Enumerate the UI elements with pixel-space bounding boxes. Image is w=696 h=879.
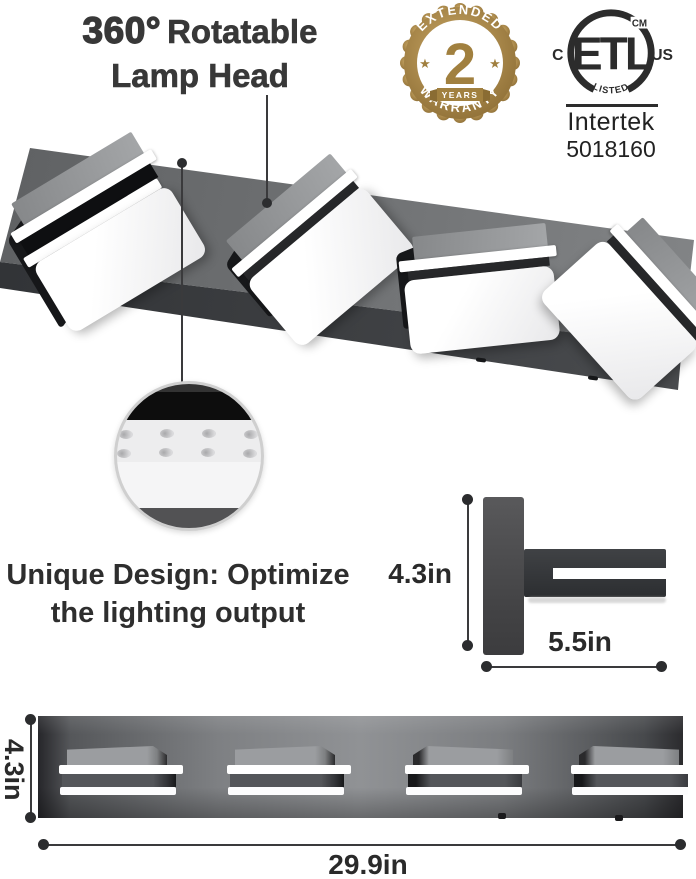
- dimension-dot: [462, 494, 473, 505]
- lamp-housing: [230, 774, 344, 787]
- screw-slot: [587, 375, 599, 381]
- front-height-dimension-line: [30, 719, 32, 817]
- side-height-label: 4.3in: [388, 558, 452, 589]
- side-width-dimension-line: [487, 666, 662, 668]
- side-view-shadow: [528, 597, 666, 603]
- led-dot: [159, 448, 173, 457]
- dimension-dot: [462, 640, 473, 651]
- feature-caption: Unique Design: Optimize the lighting out…: [4, 556, 352, 632]
- lamp-cap: [413, 746, 513, 766]
- intertek-label: Intertek: [567, 108, 655, 136]
- badge-number: 2: [444, 32, 476, 97]
- front-width-dimension-line: [44, 844, 681, 846]
- lamp-cap: [235, 746, 335, 766]
- led-dot: [160, 429, 174, 438]
- callout-line-lamp-head: [266, 95, 268, 203]
- title-degree: 360°: [82, 10, 162, 51]
- screw-slot: [615, 815, 623, 821]
- lamp-cap: [67, 746, 167, 766]
- ribbon-fold-right: [483, 89, 490, 102]
- led-dot: [202, 429, 216, 438]
- badge-ribbon-text: YEARS: [442, 90, 479, 100]
- side-height-dimension-line: [467, 499, 469, 645]
- side-view-light-slot: [553, 568, 666, 579]
- side-width-label: 5.5in: [548, 626, 612, 657]
- side-view-backplate: [483, 497, 524, 655]
- front-view-lamp-head-2: [227, 746, 351, 795]
- led-dot: [119, 430, 133, 439]
- dimension-dot: [25, 714, 36, 725]
- lamp-cap: [579, 746, 679, 766]
- etl-divider: [566, 104, 658, 107]
- feature-line1: Unique Design: Optimize: [6, 559, 350, 591]
- title-line1: 360°Rotatable: [52, 10, 348, 57]
- feature-line2: the lighting output: [50, 597, 306, 629]
- title-rotatable: Rotatable: [167, 13, 318, 51]
- dimension-dot: [675, 839, 686, 850]
- lamp-housing: [62, 774, 176, 787]
- lamp-light-stripe: [59, 765, 183, 774]
- led-dot: [243, 449, 257, 458]
- ribbon-fold-left: [430, 89, 437, 102]
- lamp-light-stripe: [572, 787, 688, 795]
- callout-line-detail: [181, 163, 183, 385]
- etl-listed-icon: ETL CM LISTED C US: [552, 9, 673, 99]
- screw-slot: [475, 357, 487, 363]
- dimension-dot: [38, 839, 49, 850]
- badge-ribbon: [437, 88, 483, 101]
- led-dot: [117, 449, 131, 458]
- etl-cm-notch: [630, 16, 649, 29]
- warranty-badge-icon: EXTENDED WARRANTY 2 YEARS ★ ★: [400, 2, 520, 123]
- etl-cm-text: CM: [632, 19, 647, 30]
- dimension-dot: [481, 661, 492, 672]
- title-line2: Lamp Head: [111, 57, 289, 95]
- screw-slot: [498, 813, 506, 819]
- lamp-light-stripe: [406, 787, 522, 795]
- callout-dot: [262, 198, 272, 208]
- etl-us-text: US: [651, 47, 673, 64]
- lamp-housing: [574, 774, 688, 787]
- dimension-dot: [25, 812, 36, 823]
- lamp-light-stripe: [405, 765, 529, 774]
- front-height-label: 4.3in: [0, 739, 29, 801]
- etl-mark-text: ETL: [572, 28, 652, 80]
- badge-inner-circle: [417, 20, 503, 106]
- svg-text:LISTED: LISTED: [591, 81, 630, 95]
- lamp-housing: [408, 774, 522, 787]
- lamp-head-3: [395, 222, 566, 358]
- lamp-led-panel: [403, 265, 561, 355]
- etl-c-text: C: [552, 47, 563, 64]
- magnified-detail-icon: [114, 381, 264, 531]
- lamp-light-stripe: [228, 787, 344, 795]
- led-dot: [201, 448, 215, 457]
- etl-listed-text: LISTED: [591, 81, 629, 95]
- star-icon: ★: [419, 56, 431, 71]
- callout-dot: [177, 158, 187, 168]
- etl-number: 5018160: [566, 136, 656, 162]
- dimension-dot: [656, 661, 667, 672]
- front-view-lamp-head-1: [59, 746, 183, 795]
- lamp-light-stripe: [571, 765, 695, 774]
- etl-listed-notch: [591, 84, 631, 99]
- led-dot: [244, 430, 258, 439]
- front-view-lamp-head-4: [571, 746, 695, 795]
- page-title: 360°Rotatable Lamp Head: [52, 10, 348, 95]
- star-icon: ★: [489, 56, 501, 71]
- front-width-label: 29.9in: [328, 849, 408, 879]
- lamp-light-stripe: [227, 765, 351, 774]
- lamp-light-stripe: [60, 787, 176, 795]
- front-view-lamp-head-3: [405, 746, 529, 795]
